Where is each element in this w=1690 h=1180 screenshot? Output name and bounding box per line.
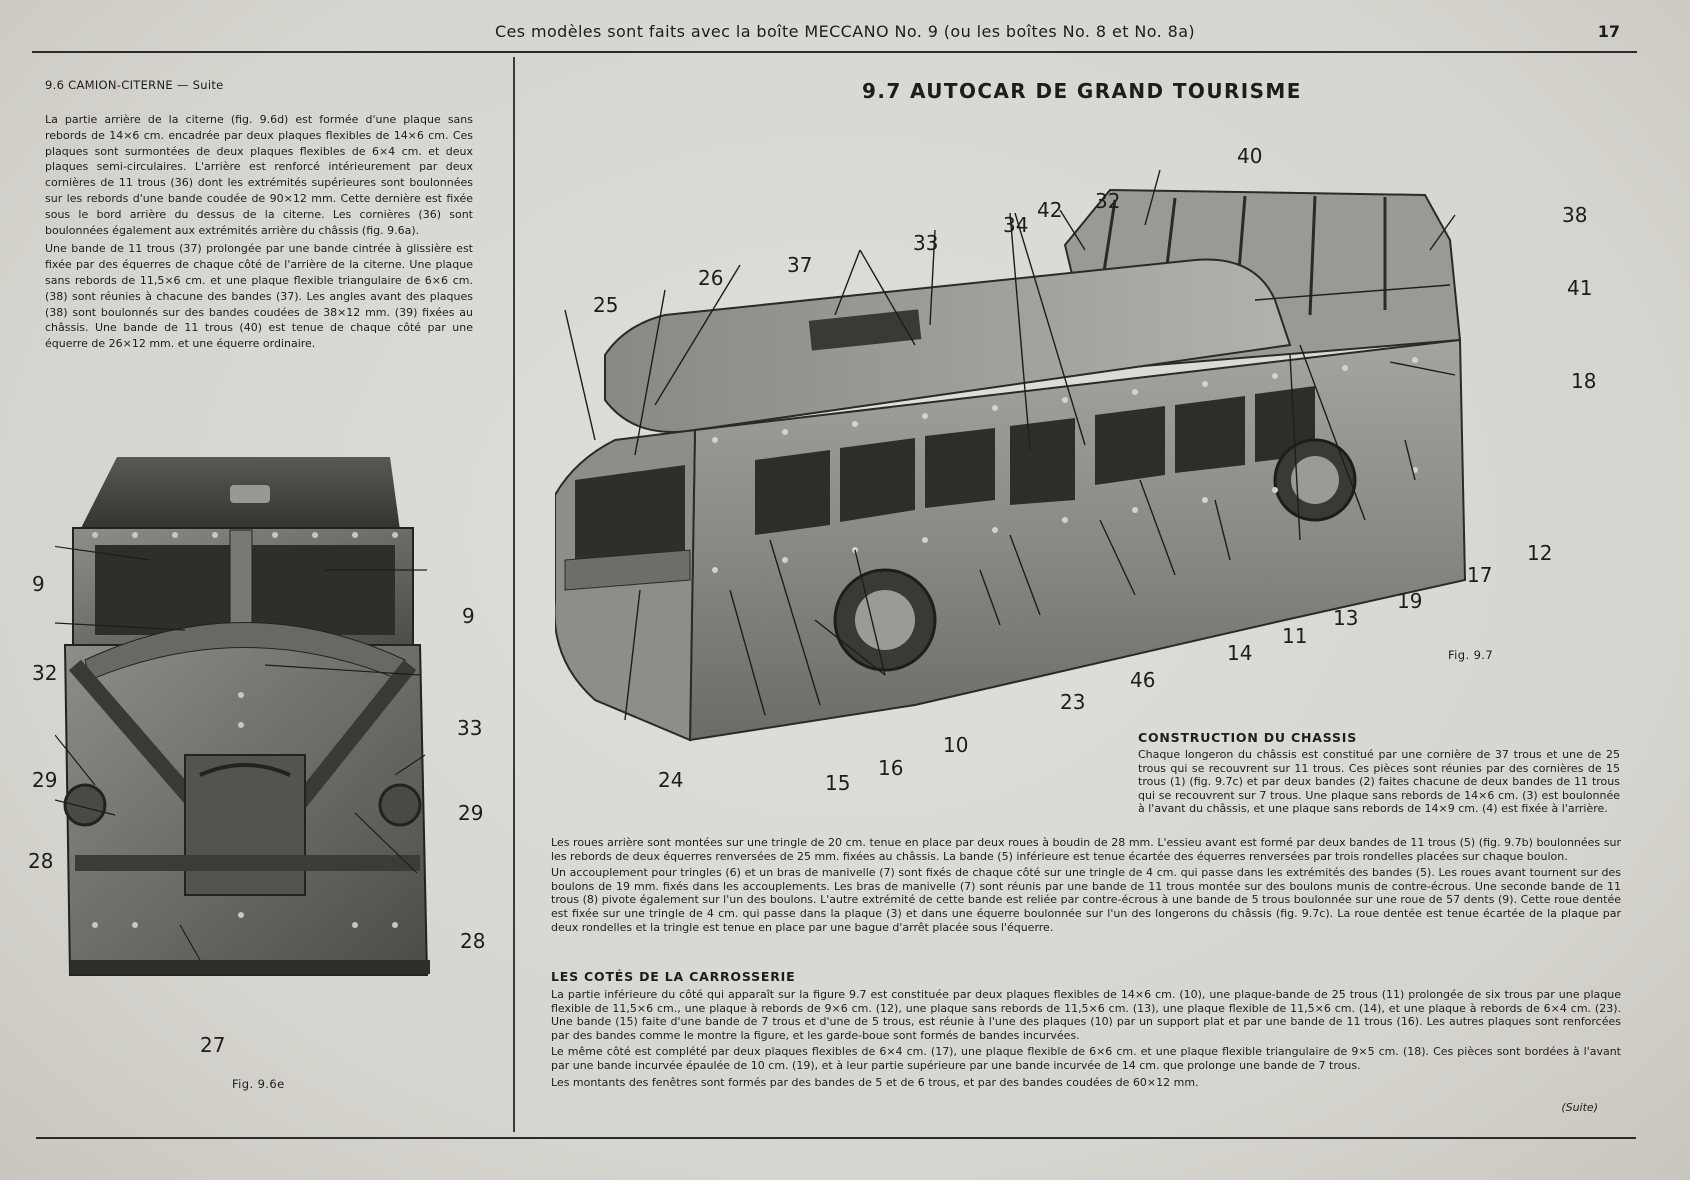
left-body-text: La partie arrière de la citerne (fig. 9.…	[45, 112, 473, 355]
wheels-text: Les roues arrière sont montées sur une t…	[551, 836, 1621, 937]
callout-32: 32	[1095, 189, 1120, 213]
callout-24: 24	[658, 768, 683, 792]
callout-34: 34	[1003, 213, 1028, 237]
callout-14: 14	[1227, 641, 1252, 665]
tank-cap	[230, 485, 270, 503]
callout-9-left: 9	[32, 572, 45, 596]
callout-16: 16	[878, 756, 903, 780]
header-rule	[32, 51, 1637, 53]
callout-29-left: 29	[32, 768, 57, 792]
figure-9-7-callouts: 40 32 42 34 33 37 26 25 38 41 18 12 17 1…	[593, 144, 1596, 795]
callout-33: 33	[913, 231, 938, 255]
continued-note: (Suite)	[1561, 1101, 1598, 1114]
callout-26: 26	[698, 266, 723, 290]
sides-paragraph-2: Le même côté est complété par deux plaqu…	[551, 1045, 1621, 1072]
callout-12: 12	[1527, 541, 1552, 565]
roof-hatch	[808, 309, 922, 351]
wheels-paragraph-2: Un accouplement pour tringles (6) et un …	[551, 866, 1621, 934]
callout-42: 42	[1037, 198, 1062, 222]
callout-28-left: 28	[28, 849, 53, 873]
callout-17: 17	[1467, 563, 1492, 587]
left-paragraph-2: Une bande de 11 trous (37) prolongée par…	[45, 242, 473, 351]
callout-19: 19	[1397, 589, 1422, 613]
chassis-heading: CONSTRUCTION DU CHASSIS	[1138, 730, 1358, 745]
callout-29-right: 29	[458, 801, 483, 825]
callout-18: 18	[1571, 369, 1596, 393]
sides-heading: LES COTÉS DE LA CARROSSERIE	[551, 969, 796, 984]
callout-9-right: 9	[462, 604, 475, 628]
section-title-9-7: 9.7 AUTOCAR DE GRAND TOURISME	[862, 79, 1302, 103]
left-paragraph-1: La partie arrière de la citerne (fig. 9.…	[45, 113, 473, 237]
footer-rule	[36, 1137, 1636, 1139]
figure-9-7-caption: Fig. 9.7	[1448, 648, 1494, 662]
sides-paragraph-3: Les montants des fenêtres sont formés pa…	[551, 1075, 1199, 1089]
callout-13: 13	[1333, 606, 1358, 630]
callout-32: 32	[32, 661, 57, 685]
callout-23: 23	[1060, 690, 1085, 714]
page-number: 17	[1597, 22, 1620, 41]
callout-15: 15	[825, 771, 850, 795]
callout-37: 37	[787, 253, 812, 277]
callout-25: 25	[593, 293, 618, 317]
callout-10: 10	[943, 733, 968, 757]
callout-33: 33	[457, 716, 482, 740]
chassis-text: Chaque longeron du châssis est constitué…	[1138, 748, 1620, 816]
callout-46: 46	[1130, 668, 1155, 692]
callout-41: 41	[1567, 276, 1592, 300]
figure-9-6e-tanker-rear	[55, 457, 430, 976]
figure-9-6e-callouts: 9 9 32 33 29 29 28 28 27	[28, 572, 485, 1057]
callout-40: 40	[1237, 144, 1262, 168]
figure-9-7-touring-coach	[555, 169, 1467, 742]
wheels-paragraph-1: Les roues arrière sont montées sur une t…	[551, 836, 1621, 863]
callout-28-right: 28	[460, 929, 485, 953]
sides-text: La partie inférieure du côté qui apparaî…	[551, 988, 1621, 1092]
column-divider	[513, 57, 515, 1132]
sides-paragraph-1: La partie inférieure du côté qui apparaî…	[551, 988, 1621, 1042]
callout-27: 27	[200, 1033, 225, 1057]
callout-11: 11	[1282, 624, 1307, 648]
page-header: Ces modèles sont faits avec la boîte MEC…	[494, 22, 1196, 41]
section-heading-9-6: 9.6 CAMION-CITERNE — Suite	[45, 78, 224, 92]
figure-9-6e-caption: Fig. 9.6e	[232, 1077, 285, 1091]
callout-38: 38	[1562, 203, 1587, 227]
